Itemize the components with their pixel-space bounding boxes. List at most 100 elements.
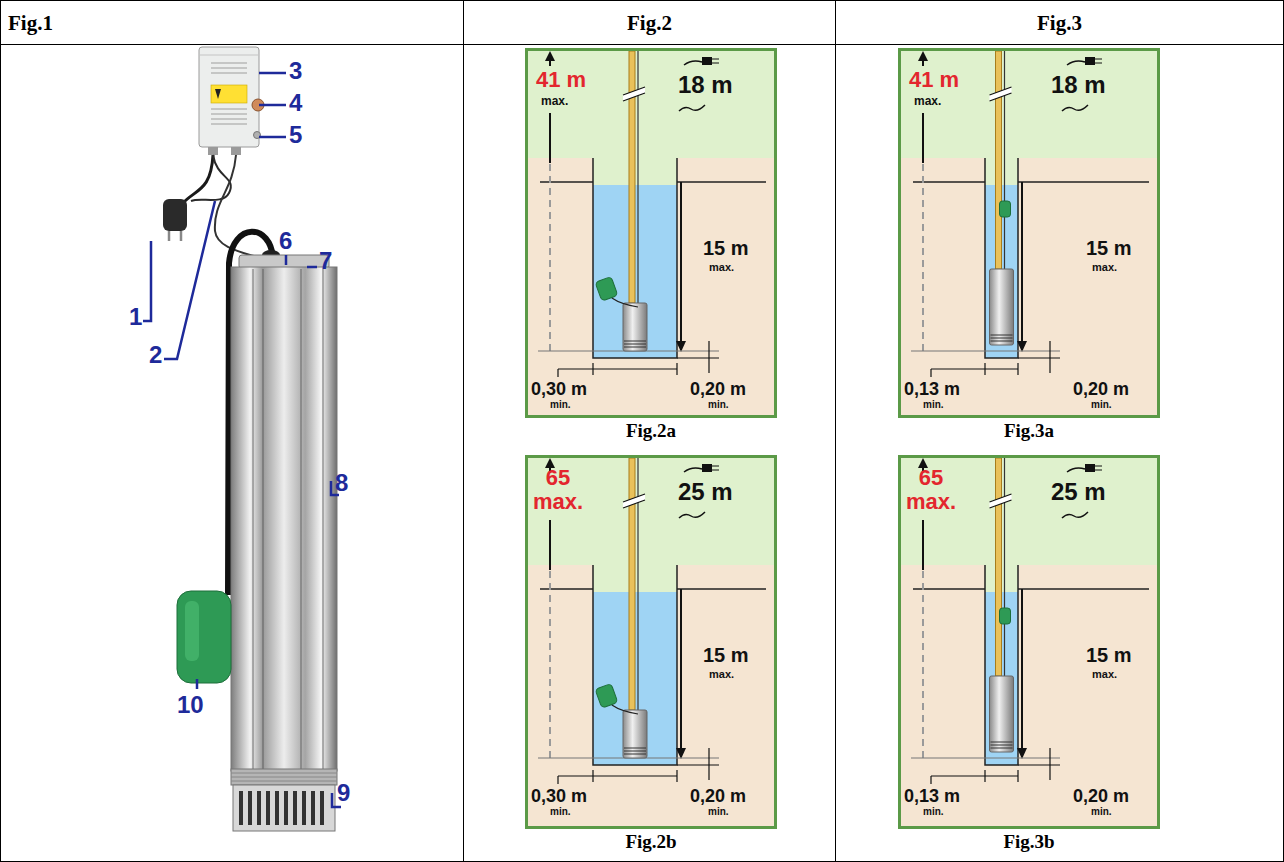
drawing-rect xyxy=(1085,57,1095,65)
drawing-line xyxy=(712,466,719,467)
drawing-path xyxy=(1067,61,1085,65)
callout-number: 2 xyxy=(149,341,162,369)
figure-panel: Fig.3b65 max.25 m15 mmax.0,13 mmin.0,20 … xyxy=(898,455,1160,829)
drawing-line xyxy=(180,231,183,241)
drawing-rect xyxy=(901,458,1157,826)
drawing-rect xyxy=(1085,464,1095,472)
drawing-rect xyxy=(284,791,288,825)
drawing-line xyxy=(557,776,558,784)
drawing-path xyxy=(679,105,705,111)
drawing-line xyxy=(624,748,646,749)
drawing-line xyxy=(549,113,551,163)
table-column: Fig.2Fig.2a41 mmax.18 m15 mmax.0,30 mmin… xyxy=(463,0,836,862)
drawing-rect xyxy=(231,769,337,785)
dimension-label: 18 m xyxy=(678,71,733,99)
callout-number: 7 xyxy=(319,247,332,275)
dimension-label: 41 m xyxy=(909,67,959,92)
dimension-label: min. xyxy=(550,806,571,818)
drawing-line xyxy=(911,350,1060,351)
drawing-path xyxy=(1062,105,1088,111)
dimension-label: 0,13 m xyxy=(904,379,960,400)
drawing-line xyxy=(624,347,646,348)
callout-number: 1 xyxy=(129,303,142,331)
drawing-path xyxy=(183,155,213,203)
drawing-path xyxy=(684,468,702,472)
drawing-line xyxy=(1018,357,1060,358)
drawing-line xyxy=(712,470,719,471)
drawing-line xyxy=(708,748,709,780)
drawing-line xyxy=(1017,363,1018,375)
drawing-line xyxy=(931,368,1018,369)
dimension-label: 0,20 m xyxy=(690,379,746,400)
drawing-line xyxy=(712,59,719,60)
drawing-rect xyxy=(702,464,712,472)
drawing-line xyxy=(549,520,551,570)
drawing-line xyxy=(1021,589,1023,750)
drawing-line xyxy=(991,338,1013,339)
callout-number: 9 xyxy=(337,779,350,807)
drawing-path xyxy=(1062,512,1088,518)
drawing-rect xyxy=(257,791,261,825)
figure-panel: Fig.2b65 max.25 m15 mmax.0,30 mmin.0,20 … xyxy=(525,455,777,829)
dimension-label: max. xyxy=(914,95,941,109)
figure-caption: Fig.3a xyxy=(901,420,1157,442)
drawing-path xyxy=(623,494,645,508)
callout-number: 6 xyxy=(279,227,292,255)
drawing-rect xyxy=(231,267,337,771)
drawing-line xyxy=(1095,466,1102,467)
drawing-rect xyxy=(199,47,259,147)
drawing-path xyxy=(913,181,1149,183)
drawing-line xyxy=(930,776,931,784)
figure-caption: Fig.2a xyxy=(528,420,774,442)
drawing-line xyxy=(680,589,682,750)
drawing-line xyxy=(211,108,247,109)
dimension-label: min. xyxy=(923,399,944,411)
drawing-line xyxy=(168,231,171,241)
drawing-line xyxy=(211,72,247,73)
drawing-rect xyxy=(528,458,774,826)
drawing-path xyxy=(990,87,1012,101)
drawing-line xyxy=(231,773,337,774)
drawing-path xyxy=(259,104,286,107)
drawing-line xyxy=(211,113,247,114)
drawing-line xyxy=(991,748,1013,749)
dimension-label: 25 m xyxy=(1051,478,1106,506)
drawing-path xyxy=(623,87,645,101)
dimension-label: 41 m xyxy=(536,67,586,92)
drawing-line xyxy=(624,751,646,752)
drawing-line xyxy=(1095,63,1102,64)
dimension-label: 25 m xyxy=(678,478,733,506)
drawing-line xyxy=(262,269,264,769)
drawing-rect xyxy=(901,158,1157,415)
drawing-line xyxy=(211,62,247,63)
drawing-line xyxy=(922,570,924,758)
drawing-rect xyxy=(595,277,618,302)
drawing-path xyxy=(259,136,286,139)
dimension-label: min. xyxy=(550,399,571,411)
dimension-label: 0,20 m xyxy=(1073,379,1129,400)
dimension-label: 15 m xyxy=(1086,237,1132,260)
dimension-label: 15 m xyxy=(703,644,749,667)
table-column: Fig.112345678910 xyxy=(0,0,464,862)
drawing-rect xyxy=(985,185,1018,358)
drawing-path xyxy=(990,494,1012,508)
drawing-rect xyxy=(208,147,218,155)
drawing-line xyxy=(984,770,985,782)
dimension-label: 0,20 m xyxy=(1073,786,1129,807)
dimension-label: 15 m xyxy=(1086,644,1132,667)
drawing-line xyxy=(922,163,924,351)
drawing-rect xyxy=(901,51,1157,415)
drawing-rect xyxy=(623,710,647,758)
drawing-line xyxy=(592,770,593,782)
dimension-label: 15 m xyxy=(703,237,749,260)
drawing-path xyxy=(623,87,645,101)
dimension-label: min. xyxy=(1091,806,1112,818)
drawing-line xyxy=(677,764,719,765)
drawing-rect xyxy=(996,51,1002,269)
table-column: Fig.3Fig.3a41 mmax.18 m15 mmax.0,13 mmin… xyxy=(835,0,1284,862)
drawing-rect xyxy=(163,199,187,231)
drawing-rect xyxy=(239,791,243,825)
drawing-rect xyxy=(901,565,1157,826)
drawing-path xyxy=(285,255,288,265)
drawing-path xyxy=(545,51,555,61)
